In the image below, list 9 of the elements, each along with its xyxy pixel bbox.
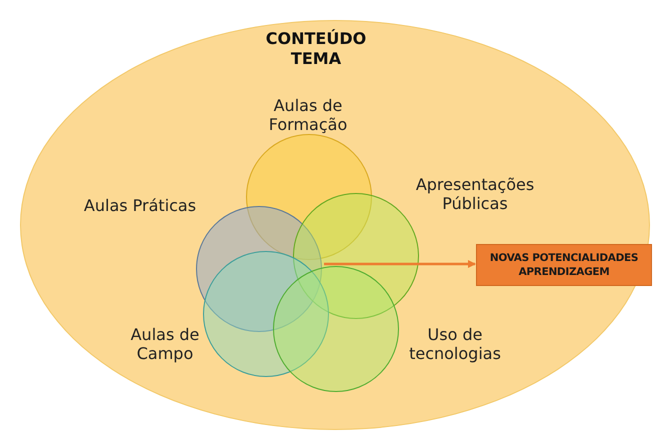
circle-label: Aulas de Campo [130,325,200,364]
arrow [324,260,476,268]
result-label: NOVAS POTENCIALIDADES APRENDIZAGEM [488,250,640,280]
circle-label: Aulas Práticas [82,196,198,216]
circle-label: Aulas de Formação [268,96,348,134]
heading: CONTEÚDO TEMA [264,29,368,69]
circle-label: Uso de tecnologias [408,325,502,364]
result-box [476,244,652,286]
circle-label: Apresentações Públicas [414,175,536,214]
